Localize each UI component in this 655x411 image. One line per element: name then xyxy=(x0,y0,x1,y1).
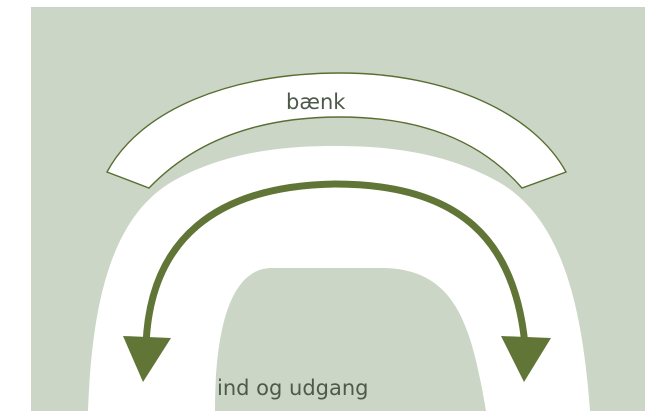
entrance-label: ind og udgang xyxy=(217,376,368,400)
arrow-down-right-icon xyxy=(501,336,551,382)
bench xyxy=(106,72,568,189)
arc-arrow xyxy=(142,180,529,349)
arrow-down-left-icon xyxy=(123,336,171,382)
bench-label: bænk xyxy=(286,90,346,114)
